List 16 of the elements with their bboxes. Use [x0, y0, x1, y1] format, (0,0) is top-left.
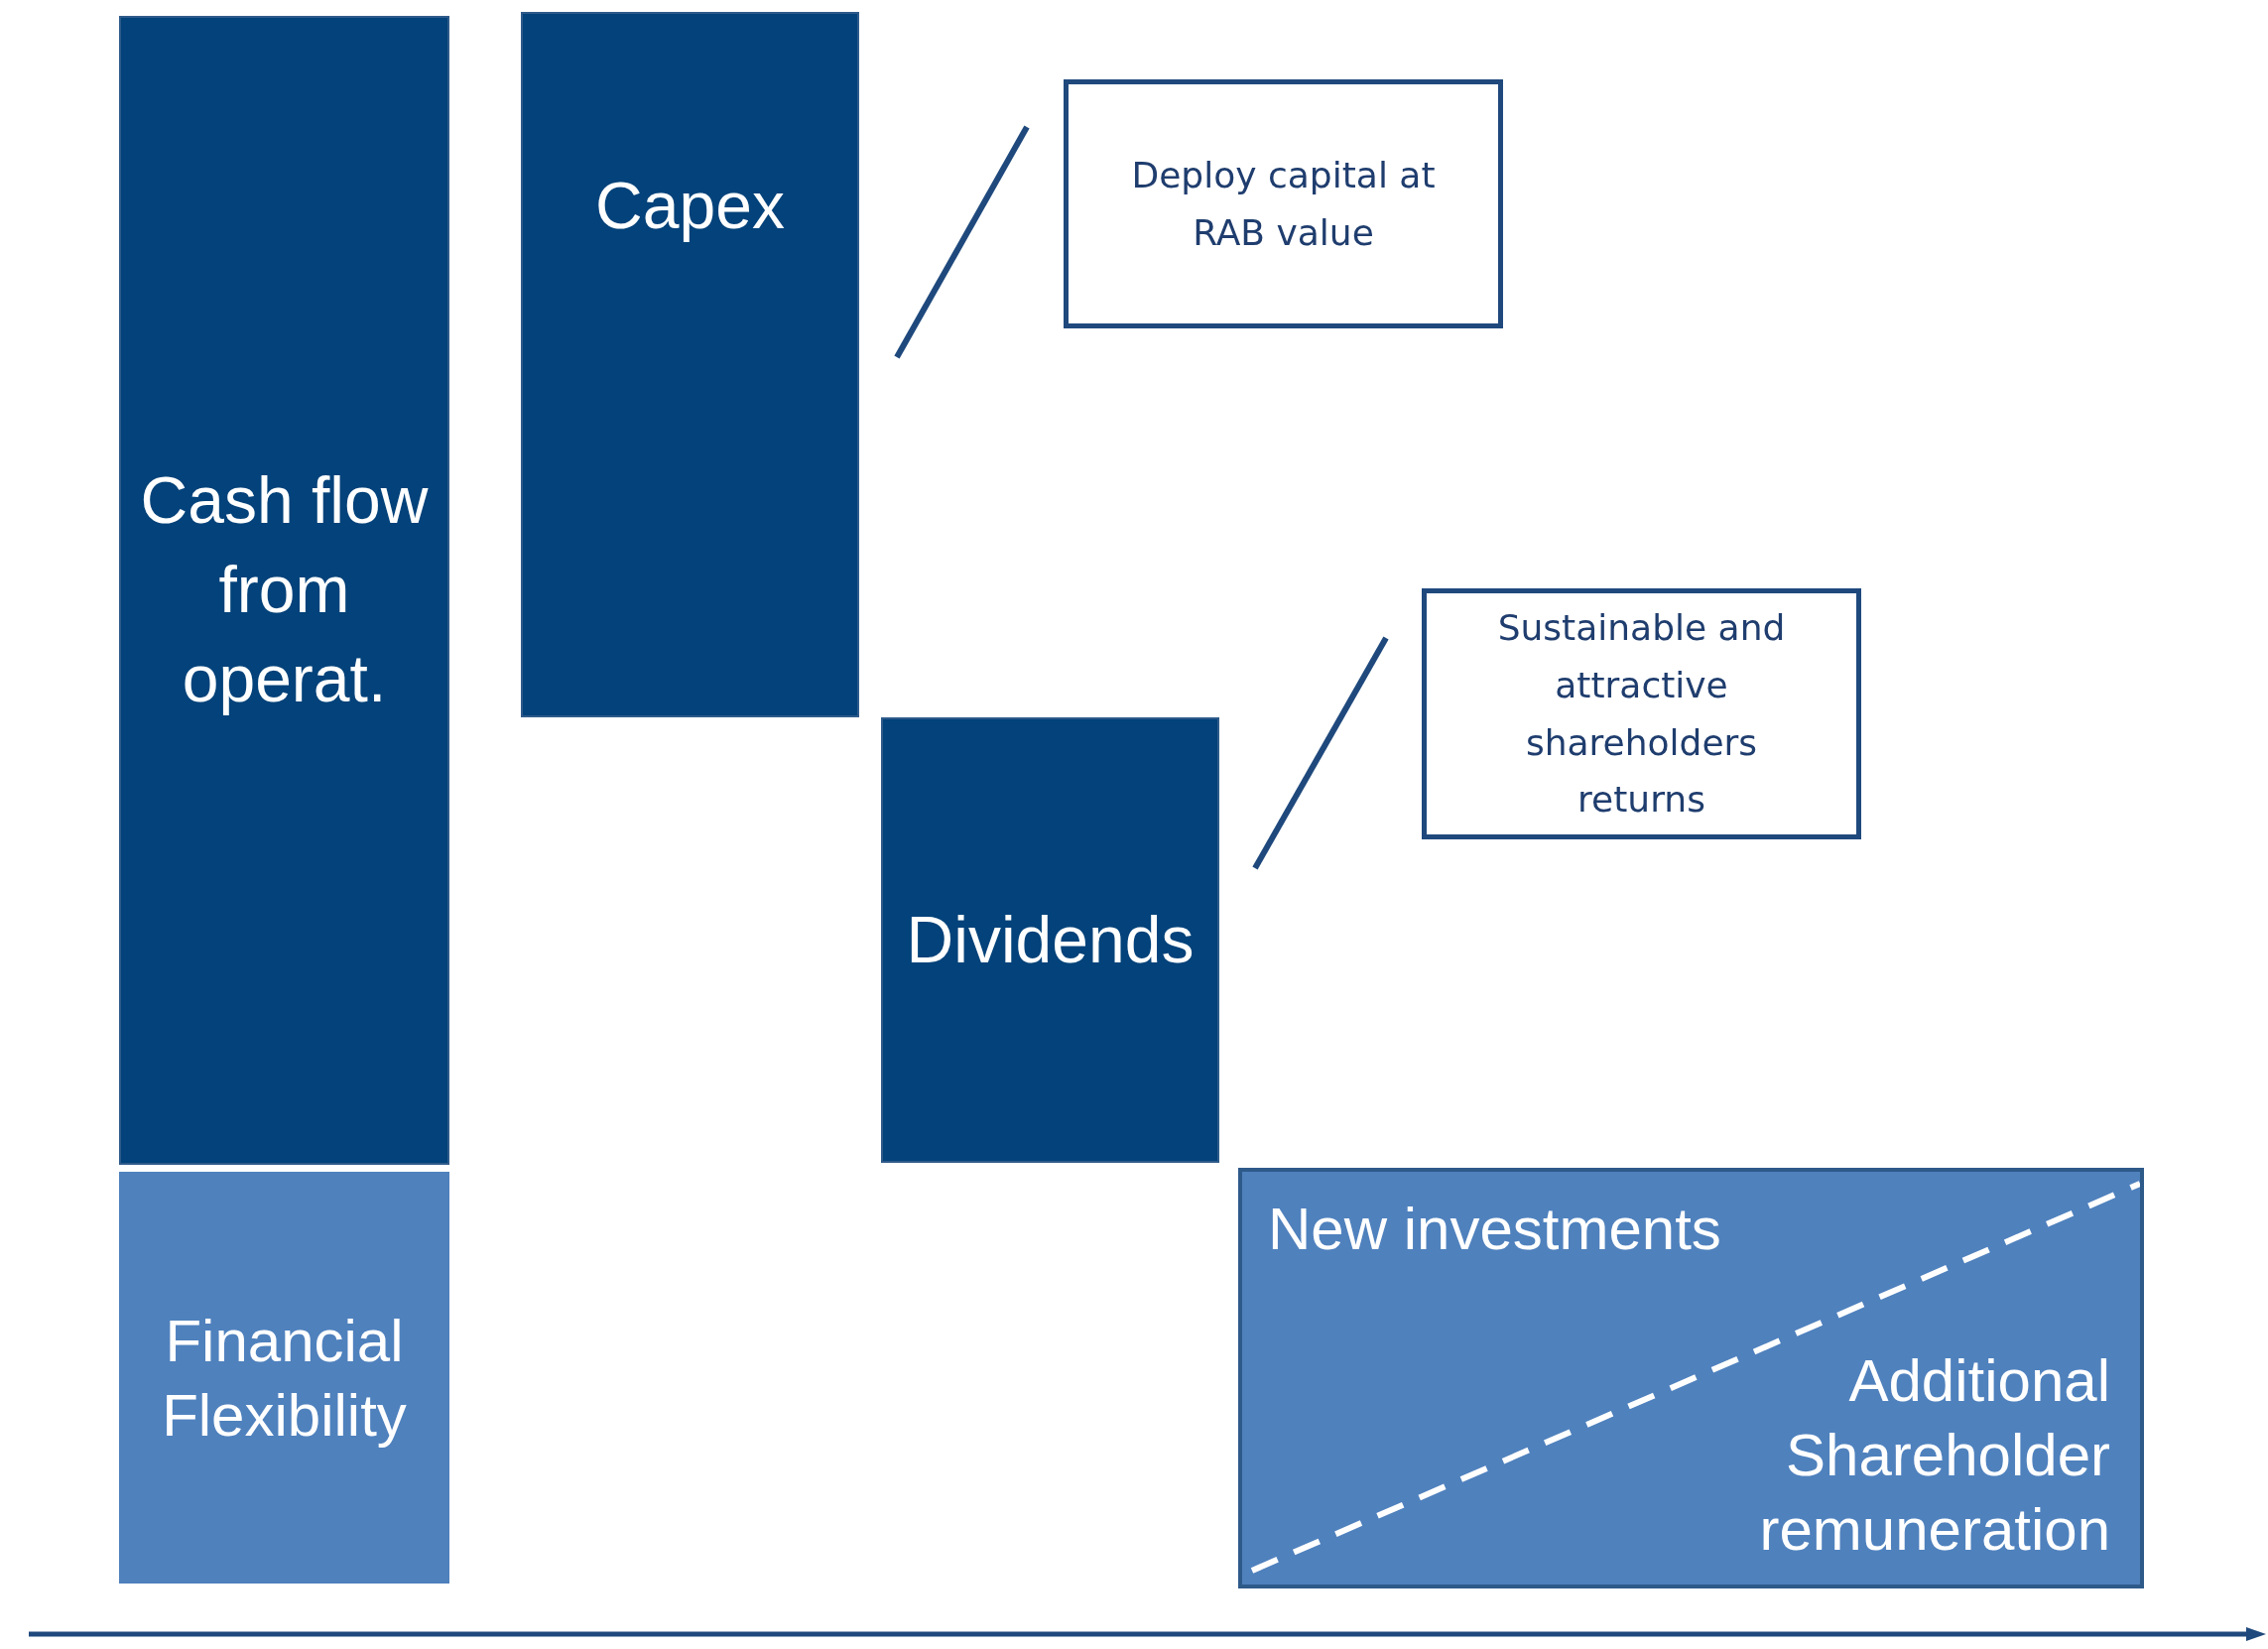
bar-block [119, 16, 449, 1165]
leader-line [894, 125, 1030, 359]
bar-block [119, 1172, 449, 1584]
node-label: Financial Flexibility [161, 1306, 408, 1451]
callout-box [1422, 588, 1861, 839]
callout-box [1064, 79, 1503, 328]
bar-block [881, 717, 1219, 1163]
node-label: Sustainable and attractive shareholders returns [1496, 606, 1787, 823]
node-label: Cash flow from operat. [139, 462, 430, 717]
node-label: Additional Shareholder remuneration [1758, 1346, 2110, 1565]
node-label: New investments [1268, 1195, 1722, 1264]
node-label: Capex [594, 167, 786, 244]
bar-block [521, 12, 859, 717]
node-label: Dividends [905, 901, 1196, 978]
node-label: Deploy capital at RAB value [1130, 153, 1437, 255]
leader-line [1252, 636, 1389, 870]
